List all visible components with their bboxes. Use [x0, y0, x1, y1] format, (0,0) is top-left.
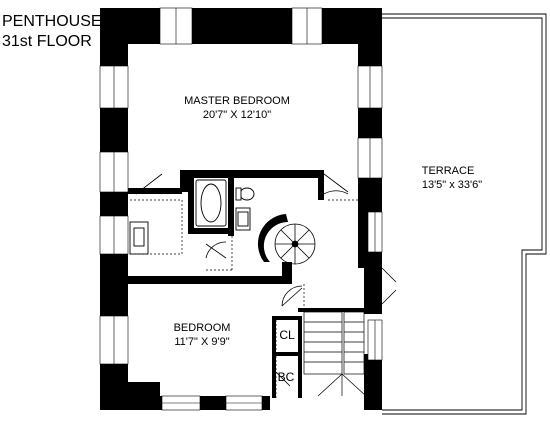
- wall-bath-left: [188, 170, 194, 230]
- room-name-closet: CL: [279, 328, 295, 342]
- door-swings: [135, 173, 397, 387]
- threshold-lines: [130, 199, 358, 398]
- wall-closet-right: [298, 316, 302, 398]
- room-name-bath-closet: BC: [278, 370, 295, 384]
- wall-closet-top: [272, 316, 302, 320]
- room-dims-terrace: 13'5" x 33'6": [422, 179, 482, 191]
- room-labels: MASTER BEDROOM 20'7" X 12'10" TERRACE 13…: [174, 95, 483, 384]
- terrace-outline: [382, 13, 547, 415]
- sink-bowl: [237, 211, 249, 227]
- wall-closet-left: [272, 316, 276, 398]
- wall-divider-stub: [282, 262, 292, 284]
- room-name-bedroom: BEDROOM: [174, 322, 231, 334]
- wall-bath-left-stub: [180, 170, 190, 192]
- spiral-stair: [274, 223, 316, 265]
- wall-bath-right: [228, 178, 234, 236]
- wall-master-stub: [318, 170, 324, 200]
- interior-walls: [128, 170, 368, 398]
- left-vanity-sink: [133, 227, 145, 247]
- room-name-terrace: TERRACE: [422, 165, 475, 177]
- wall-stair-hall: [298, 308, 368, 312]
- header-labels: PENTHOUSE 31st FLOOR: [2, 13, 102, 50]
- header-line-2: 31st FLOOR: [2, 33, 92, 50]
- room-dims-master-bedroom: 20'7" X 12'10": [203, 109, 271, 121]
- room-dims-bedroom: 11'7" X 9'9": [174, 336, 229, 348]
- room-name-master-bedroom: MASTER BEDROOM: [184, 95, 290, 107]
- toilet-tank: [235, 187, 242, 201]
- header-line-1: PENTHOUSE: [2, 13, 102, 30]
- window-mullions: [113, 8, 376, 404]
- wall-right-bottom: [364, 354, 382, 410]
- toilet: [239, 187, 255, 201]
- bath-fixtures: [129, 179, 255, 255]
- wall-right-lower: [364, 266, 382, 314]
- bathtub-basin: [200, 183, 222, 223]
- wall-top: [110, 8, 382, 44]
- wall-bath-top: [188, 170, 318, 178]
- wall-closet-mid: [272, 352, 302, 356]
- straight-stair: [303, 311, 367, 397]
- wall-stair-curve: [257, 214, 288, 262]
- wall-bottom-left: [100, 382, 160, 410]
- wall-bath-bottom: [188, 228, 234, 234]
- wall-divider: [128, 276, 288, 284]
